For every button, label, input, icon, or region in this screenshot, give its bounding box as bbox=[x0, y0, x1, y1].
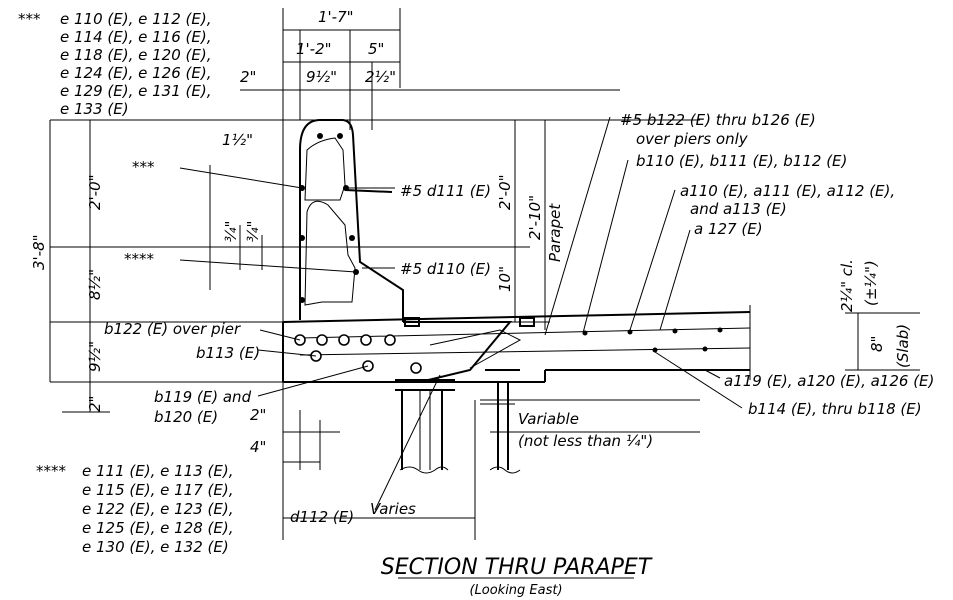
dim-left-total: 3'-8" bbox=[30, 234, 48, 270]
notes-bottom-marker: **** bbox=[36, 462, 67, 480]
callout-b122-top: #5 b122 (E) thru b126 (E) bbox=[620, 111, 816, 129]
rebar-ring bbox=[316, 334, 328, 346]
dim-left-mid: 8½" bbox=[86, 269, 104, 300]
dim-left-upper: 2'-0" bbox=[86, 174, 104, 210]
dim-parapet: Parapet bbox=[546, 203, 564, 262]
dim-bottom-two: 2" bbox=[250, 406, 266, 424]
callout-d111: #5 d111 (E) bbox=[400, 182, 491, 200]
subtitle: (Looking East) bbox=[469, 583, 562, 598]
rebar-dot bbox=[717, 327, 723, 333]
rebar-dot bbox=[299, 235, 305, 241]
notes-bottom-line: e 125 (E), e 128 (E), bbox=[82, 519, 233, 537]
dim-two-in: 2" bbox=[240, 68, 256, 86]
dim-top-b: 5" bbox=[368, 40, 384, 58]
callout-b122-pier: b122 (E) over pier bbox=[104, 320, 241, 338]
dim-variable: Variable bbox=[518, 410, 579, 428]
dim-top-a: 1'-2" bbox=[296, 40, 332, 58]
rebar-dot bbox=[349, 235, 355, 241]
callout-b114: b114 (E), thru b118 (E) bbox=[748, 400, 922, 418]
notes-top-line: e 118 (E), e 120 (E), bbox=[60, 46, 211, 64]
rebar-ring bbox=[338, 334, 350, 346]
callout-d110: #5 d110 (E) bbox=[400, 260, 491, 278]
dimension-labels: 1'-7" 1'-2" 5" 2" 9½" 2½" 1½" 3'-8" 2'-0… bbox=[30, 8, 912, 518]
leaders bbox=[179, 116, 743, 511]
notes-bottom-line: e 130 (E), e 132 (E) bbox=[82, 538, 229, 556]
callout-b119: b119 (E) and bbox=[154, 388, 252, 406]
dim-two-half: 2½" bbox=[365, 68, 396, 86]
dim-varies: Varies bbox=[370, 500, 416, 518]
callout-b110: b110 (E), b111 (E), b112 (E) bbox=[636, 152, 847, 170]
callout-piers-only: over piers only bbox=[636, 130, 749, 148]
notes-top-line: e 110 (E), e 112 (E), bbox=[60, 10, 211, 28]
rebar-dot bbox=[337, 133, 343, 139]
notes-top-line: e 133 (E) bbox=[60, 100, 129, 118]
rebar-ring bbox=[360, 334, 372, 346]
drawing-title: SECTION THRU PARAPET (Looking East) bbox=[381, 555, 653, 598]
dim-tolerance: (±¼") bbox=[862, 260, 880, 306]
rebar-dot bbox=[317, 133, 323, 139]
callout-a127: a 127 (E) bbox=[694, 220, 763, 238]
notes-top-line: e 129 (E), e 131 (E), bbox=[60, 82, 211, 100]
dim-slab-label: (Slab) bbox=[894, 324, 912, 368]
rebar-dot bbox=[627, 329, 633, 335]
rebar-dot bbox=[652, 347, 658, 353]
rebar-ring bbox=[384, 334, 396, 346]
dim-variable-note: (not less than ¼") bbox=[518, 432, 653, 450]
callout-stars4: **** bbox=[124, 250, 155, 268]
notes-top-line: e 114 (E), e 116 (E), bbox=[60, 28, 211, 46]
notes-bottom-line: e 122 (E), e 123 (E), bbox=[82, 500, 233, 518]
dim-right-total: 2'-10" bbox=[526, 195, 544, 240]
parapet-outline bbox=[299, 119, 404, 322]
rebar-dot bbox=[299, 297, 305, 303]
callout-labels: *** **** #5 d111 (E) #5 d110 (E) #5 b122… bbox=[104, 111, 934, 526]
dim-leader bbox=[344, 189, 393, 193]
dim-one-half: 1½" bbox=[222, 131, 253, 149]
callout-b120: b120 (E) bbox=[154, 408, 218, 426]
rebar-ring bbox=[410, 362, 422, 374]
dim-right-lower: 10" bbox=[496, 266, 514, 292]
callout-a119: a119 (E), a120 (E), a126 (E) bbox=[724, 372, 934, 390]
dim-three-quarter-a: ¾" bbox=[222, 221, 240, 242]
dim-three-quarter-b: ¾" bbox=[244, 221, 262, 242]
rebar-dot bbox=[702, 346, 708, 352]
notes-top: *** e 110 (E), e 112 (E), e 114 (E), e 1… bbox=[18, 10, 211, 118]
dim-nine-half: 9½" bbox=[306, 68, 337, 86]
notes-bottom: **** e 111 (E), e 113 (E), e 115 (E), e … bbox=[36, 462, 233, 556]
notes-bottom-line: e 111 (E), e 113 (E), bbox=[82, 462, 233, 480]
callout-a113: and a113 (E) bbox=[690, 200, 787, 218]
dim-right-upper: 2'-0" bbox=[496, 174, 514, 210]
dim-left-low: 9½" bbox=[86, 341, 104, 372]
notes-top-line: e 124 (E), e 126 (E), bbox=[60, 64, 211, 82]
dim-clear: 2¼" cl. bbox=[838, 259, 856, 312]
title: SECTION THRU PARAPET bbox=[381, 555, 653, 580]
callout-d112: d112 (E) bbox=[290, 508, 354, 526]
callout-b113: b113 (E) bbox=[196, 344, 260, 362]
notes-top-marker: *** bbox=[18, 10, 41, 28]
dim-slab: 8" bbox=[868, 336, 886, 352]
callout-a110: a110 (E), a111 (E), a112 (E), bbox=[680, 182, 895, 200]
dimension-lines bbox=[49, 29, 920, 540]
dim-top-total: 1'-7" bbox=[318, 8, 354, 26]
rebar-dot bbox=[672, 328, 678, 334]
dim-left-bottom: 2" bbox=[86, 396, 104, 412]
girder bbox=[395, 369, 521, 474]
dim-bottom-four: 4" bbox=[250, 438, 266, 456]
notes-bottom-line: e 115 (E), e 117 (E), bbox=[82, 481, 233, 499]
callout-stars3: *** bbox=[132, 158, 155, 176]
